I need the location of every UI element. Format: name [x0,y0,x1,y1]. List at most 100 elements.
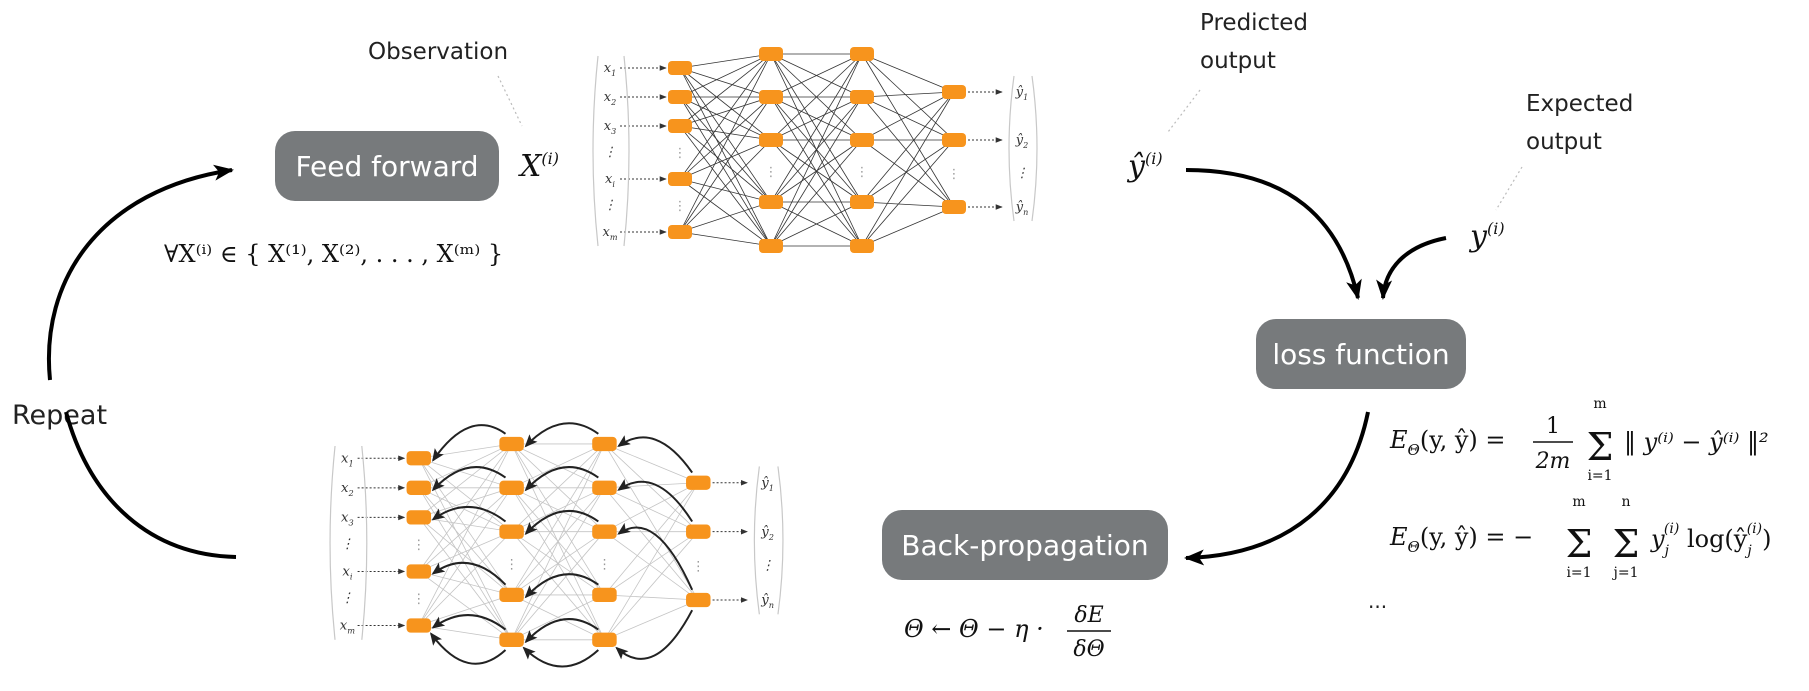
svg-text:i=1: i=1 [1566,565,1591,581]
forward-edge [679,139,772,233]
feed-forward-box: Feed forward [275,131,499,201]
backward-neuron [499,632,524,647]
observation-symbol: X(i) [518,149,559,184]
backward-neuron [592,436,617,452]
backward-edge [511,443,605,532]
forward-edge [679,96,772,180]
forward-edge [861,91,955,98]
forward-edge [679,53,772,180]
forward-edge [770,53,863,203]
backward-edge [511,487,605,641]
forward-edge [679,53,772,233]
forward-neuron [850,90,874,104]
backward-gradient-arrow-bottom [522,646,599,668]
repeat-arrow-down [64,411,237,559]
forward-edge [770,53,863,141]
backward-gradient-arrow [524,573,599,599]
forward-edge [679,53,772,69]
backward-gradient-arrow [617,522,694,591]
backward-edge [418,457,512,489]
forward-edge [679,67,772,141]
svg-text:X(i): X(i) [518,149,559,184]
forward-edge [861,96,955,208]
observation-leader [497,75,523,127]
forward-neuron [668,61,692,75]
update-rule: Θ ← Θ − η · δE δΘ [904,603,1111,662]
forward-neuron [759,133,783,147]
backward-gradient-arrow [432,424,507,462]
svg-text:‖ y⁽ⁱ⁾ − ŷ⁽ⁱ⁾ ‖²: ‖ y⁽ⁱ⁾ − ŷ⁽ⁱ⁾ ‖² [1624,428,1769,457]
forward-vdots: ⋮ [765,165,778,180]
backward-edge [604,443,699,601]
svg-text:Σ: Σ [1613,522,1640,566]
forward-edge [770,53,863,98]
forward-output-label: ŷn [1015,200,1029,217]
forward-input-bracket-left [592,55,599,247]
cross-entropy-equation: EΘ(y, ŷ) = − m Σ i=1 n Σ j=1 yj(i) log(ŷ… [1389,494,1771,581]
forward-output-label: ⋮ [1016,166,1029,181]
forward-edge [679,53,772,127]
svg-text:Θ ← Θ − η ·: Θ ← Θ − η · [904,615,1044,643]
forward-edge [679,178,772,247]
backward-edge [418,487,512,626]
backward-neuron [499,436,524,452]
backward-vdots: ⋮ [412,538,425,553]
backward-edge [418,571,512,596]
backward-edge [418,625,512,641]
feed-forward-label: Feed forward [295,150,478,183]
backward-edge [604,482,699,641]
predicted-symbol: ŷ(i) [1126,149,1163,184]
backward-input-label: x2 [341,481,354,498]
backward-neuron [406,480,432,495]
forward-neuron [850,195,874,209]
backward-gradient-arrow [524,618,599,644]
backward-edge [418,443,512,489]
backward-edge [604,599,699,641]
forward-neuron [759,239,783,253]
forward-edges [679,53,955,247]
backward-edge [418,571,512,641]
forward-edge [861,53,955,208]
forward-nodes [668,47,966,253]
backward-gradient-arrow-bottom [615,609,694,660]
backward-input-bracket-left [329,445,336,640]
forward-vdots: ⋮ [948,167,961,182]
backward-edge [418,487,512,518]
forward-edge [679,96,772,141]
mse-equation: EΘ(y, ŷ) = 1 2m m Σ i=1 ‖ y⁽ⁱ⁾ − ŷ⁽ⁱ⁾ ‖² [1389,396,1769,484]
expected-output-label-line1: Expected [1526,91,1633,117]
svg-text:1: 1 [1546,414,1560,439]
svg-text:Σ: Σ [1566,522,1593,566]
backward-vdots: ⋮ [505,557,518,572]
forward-output-label: ŷ1 [1015,85,1028,102]
backward-edge [604,531,699,601]
forward-vdots: ⋮ [856,165,869,180]
forward-edge [770,139,863,247]
backward-layer-dots: ⋮⋮⋮⋮⋮ [412,538,705,607]
svg-text:y(i): y(i) [1468,219,1505,254]
backward-neuron [499,524,524,539]
backward-input-label: x3 [341,510,354,527]
forward-neuron [850,47,874,61]
ellipsis-label: ... [1368,589,1387,613]
forward-input-bracket-right [623,55,630,247]
backward-neuron [406,451,432,466]
forward-edge [770,96,863,141]
forward-edge [679,139,772,180]
forward-neuron [942,133,966,147]
backward-input-label: x1 [341,451,354,468]
forward-edge [861,91,955,203]
backward-edges [418,443,699,641]
forward-edge [679,96,772,233]
predicted-leader [1167,89,1201,133]
forward-edge [679,53,772,98]
loss-function-box: loss function [1256,319,1466,389]
back-propagation-label: Back-propagation [901,529,1148,562]
forward-edge [679,67,772,247]
forward-input-label: ⋮ [604,198,617,213]
backward-edge [604,594,699,601]
backward-edge [604,487,699,601]
